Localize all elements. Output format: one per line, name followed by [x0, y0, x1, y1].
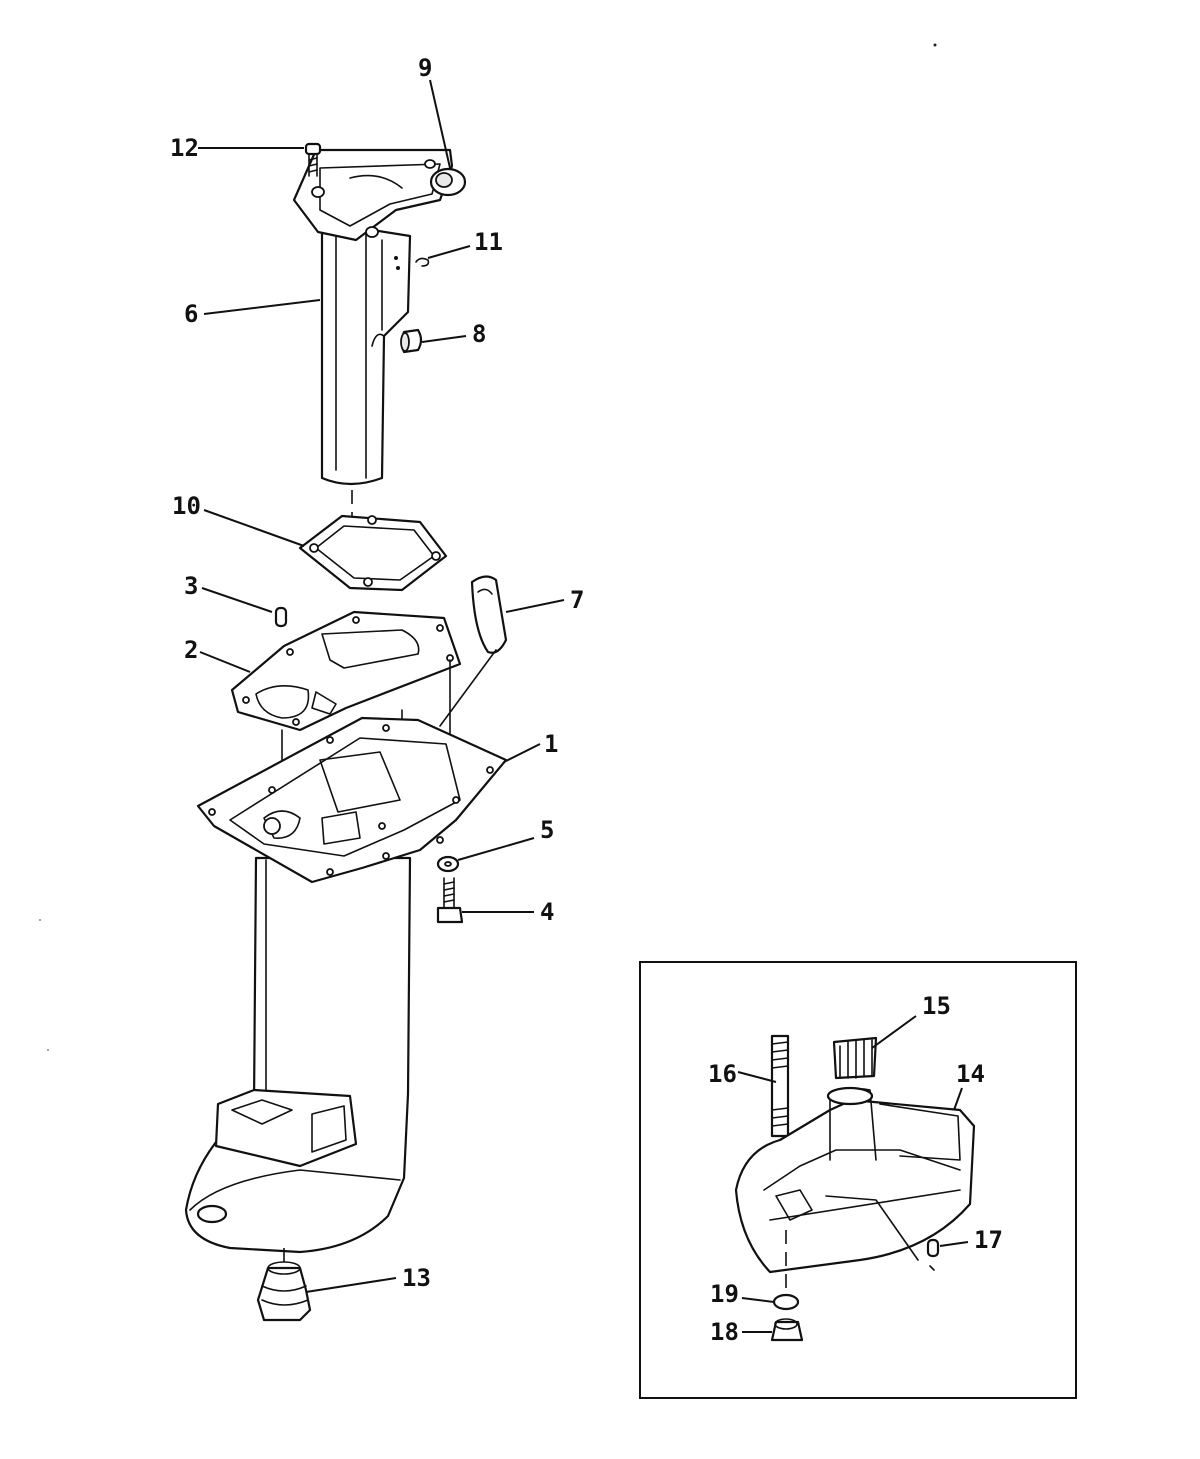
callout-17: 17: [939, 1226, 1003, 1254]
clip-11: [415, 257, 430, 267]
callout-12: 12: [170, 134, 304, 162]
svg-text:6: 6: [184, 300, 198, 328]
pump-base-14: [734, 1086, 976, 1274]
callout-14: 14: [953, 1060, 985, 1111]
svg-text:16: 16: [708, 1060, 737, 1088]
plug-8: [400, 328, 423, 354]
upper-housing-tube: [292, 148, 454, 486]
pin-17: [926, 1238, 940, 1258]
callout-3: 3: [184, 572, 273, 613]
gasket-2: [230, 610, 462, 732]
impeller-15: [832, 1036, 878, 1080]
svg-text:19: 19: [710, 1280, 739, 1308]
svg-text:13: 13: [402, 1264, 431, 1292]
svg-text:9: 9: [418, 54, 432, 82]
svg-text:18: 18: [710, 1318, 739, 1346]
speck-mark: [39, 919, 41, 921]
svg-text:1: 1: [544, 730, 558, 758]
callout-1: 1: [503, 730, 558, 763]
driveshaft-housing-1: [184, 716, 508, 1254]
svg-text:3: 3: [184, 572, 198, 600]
callout-7: 7: [505, 586, 584, 614]
svg-text:14: 14: [956, 1060, 985, 1088]
cover-7: [470, 575, 508, 654]
grommet-9: [429, 167, 467, 197]
svg-text:15: 15: [922, 992, 951, 1020]
svg-text:17: 17: [974, 1226, 1003, 1254]
callout-2: 2: [184, 636, 251, 673]
callout-9: 9: [418, 54, 451, 169]
gasket-10: [298, 514, 448, 592]
callout-10: 10: [172, 492, 305, 547]
callout-4: 4: [462, 898, 554, 926]
seal-13: [256, 1248, 312, 1322]
svg-text:8: 8: [472, 320, 486, 348]
nut-18: [770, 1318, 804, 1342]
svg-text:5: 5: [540, 816, 554, 844]
speck-mark: [933, 43, 937, 47]
callout-13: 13: [305, 1264, 431, 1293]
callout-15: 15: [871, 992, 951, 1049]
screw-12: [304, 142, 322, 177]
svg-text:12: 12: [170, 134, 199, 162]
washer-19: [772, 1293, 800, 1311]
svg-text:10: 10: [172, 492, 201, 520]
bolt-4: [436, 877, 464, 924]
svg-text:7: 7: [570, 586, 584, 614]
speck-mark: [47, 1049, 49, 1051]
callout-5: 5: [457, 816, 554, 861]
stud-16: [770, 1034, 790, 1138]
washer-5: [436, 855, 460, 873]
callout-16: 16: [708, 1060, 777, 1088]
inset-frame: [639, 961, 1077, 1399]
dowel-pin-3: [274, 606, 288, 628]
callout-18: 18: [710, 1318, 772, 1346]
callout-8: 8: [421, 320, 486, 348]
svg-text:4: 4: [540, 898, 554, 926]
svg-text:2: 2: [184, 636, 198, 664]
callout-19: 19: [710, 1280, 775, 1308]
svg-text:11: 11: [474, 228, 503, 256]
callout-11: 11: [427, 228, 503, 259]
callout-6: 6: [184, 299, 321, 328]
